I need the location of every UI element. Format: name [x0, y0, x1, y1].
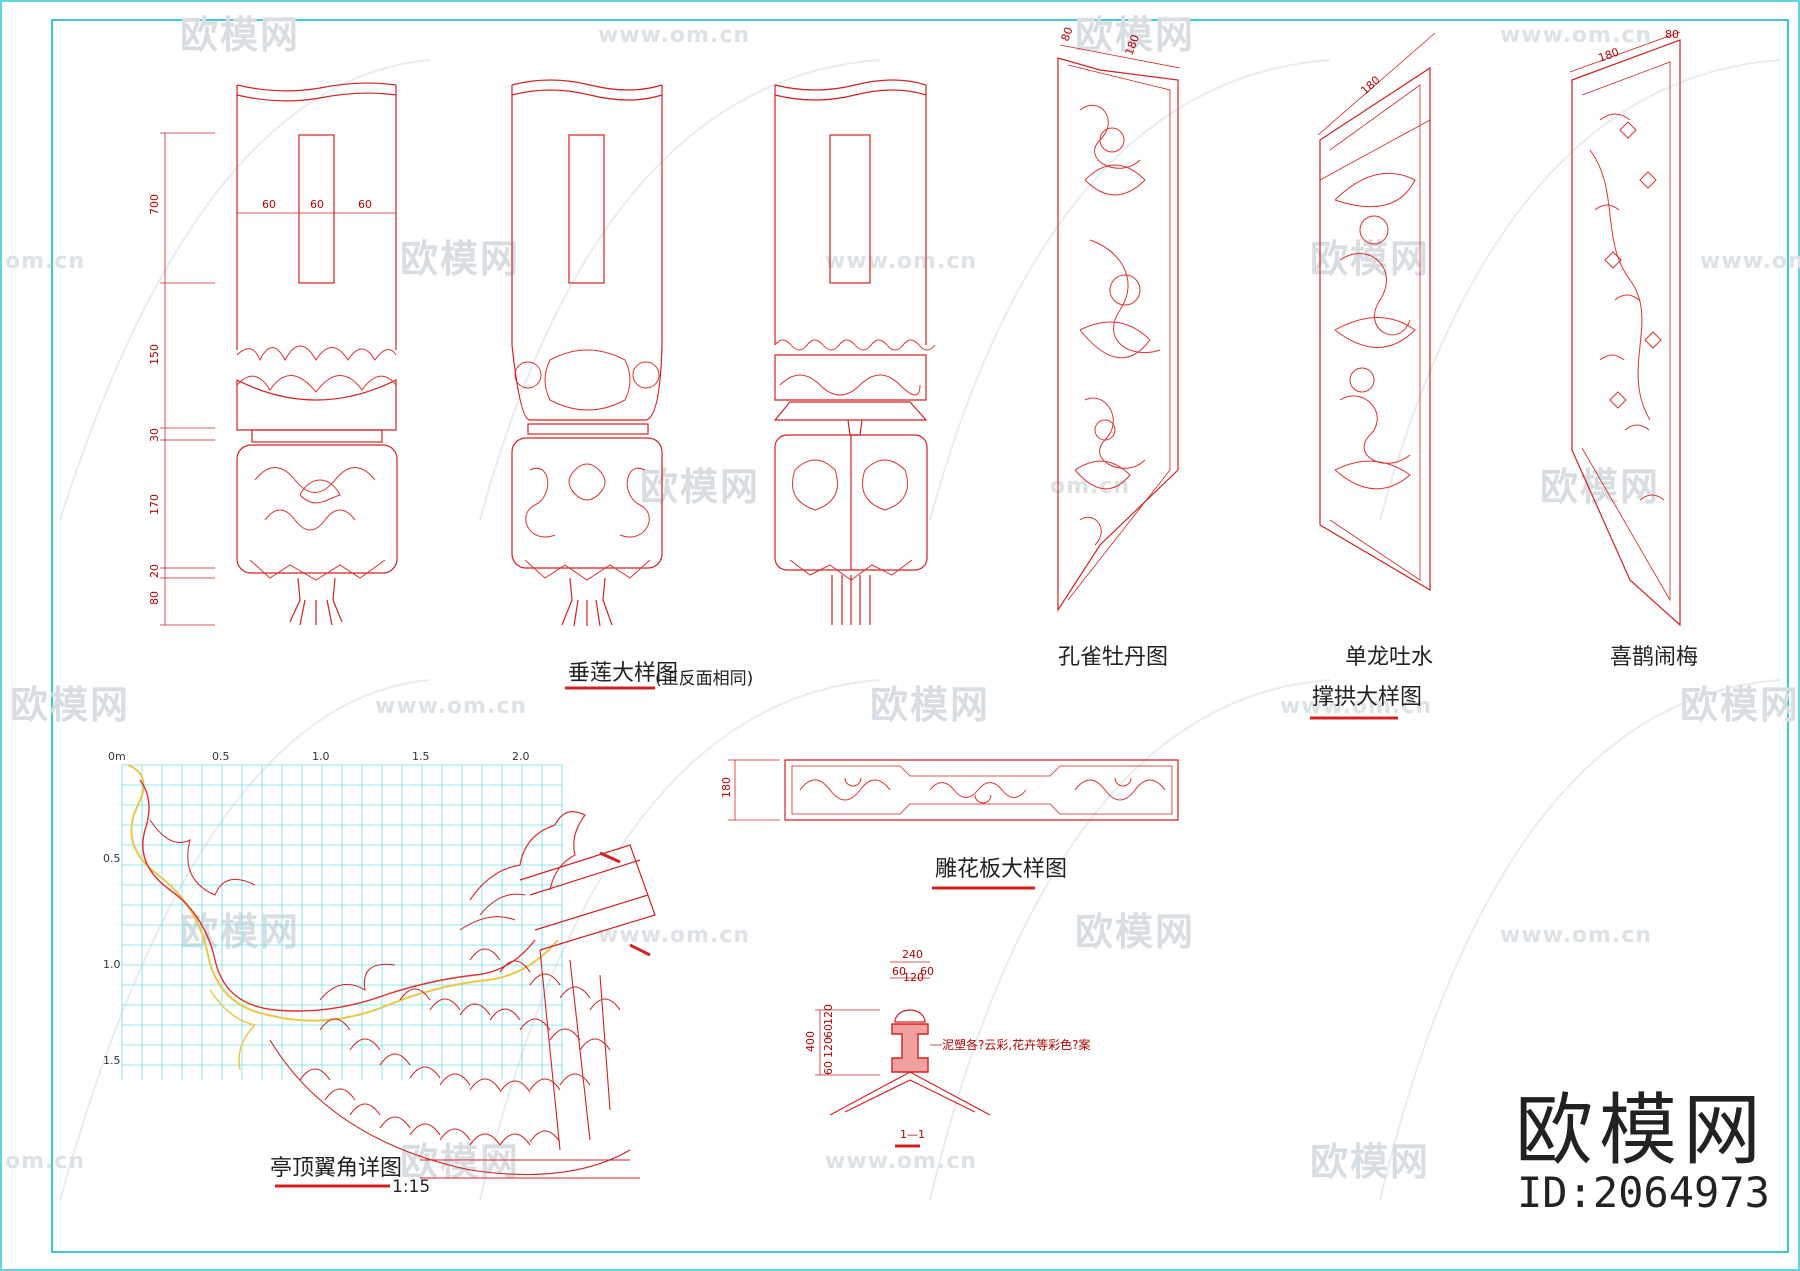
- watermark-brand: 欧模网: [1310, 1140, 1430, 1184]
- eave-scale: 1:15: [392, 1177, 430, 1197]
- bracket-label-single-dragon: 单龙吐水: [1345, 645, 1433, 670]
- watermark-url: www.om.cn: [825, 1149, 977, 1174]
- watermark-url: www.om.cn: [1500, 923, 1652, 948]
- dim-label: 120: [903, 971, 924, 984]
- bracket-title: 撑拱大样图: [1312, 685, 1422, 710]
- dim-label: 60: [822, 1024, 835, 1038]
- eave-x-tick: 1.0: [312, 750, 330, 763]
- watermark-url: www.om.cn: [1700, 249, 1800, 274]
- eave-x-tick: 0m: [108, 750, 126, 763]
- pendant-drawing: 700 150 30 170 20 80 60 60 60: [148, 79, 936, 690]
- watermark-brand: 欧模网: [180, 13, 300, 57]
- pendant-ruyi: [511, 79, 663, 627]
- watermark-url: www.om.cn: [1500, 23, 1652, 48]
- watermark-url: om.cn: [5, 1149, 85, 1174]
- dim-label: 240: [902, 948, 923, 961]
- eave-title: 亭顶翼角详图: [270, 1156, 402, 1181]
- dim-label: 20: [148, 564, 161, 578]
- watermark-brand: 欧模网: [400, 237, 520, 281]
- dim-label: 60: [358, 198, 372, 211]
- eave-x-tick: 2.0: [512, 750, 530, 763]
- eave-x-tick: 0.5: [212, 750, 230, 763]
- eave-y-tick: 1.5: [103, 1054, 121, 1067]
- watermark-brand: 欧模网: [870, 683, 990, 727]
- watermark-brand: 欧模网: [1310, 237, 1430, 281]
- pendant-subtitle: (正反面相同): [655, 669, 753, 689]
- dim-label: 180: [1597, 45, 1621, 64]
- watermark-brand: 欧模网: [10, 683, 130, 727]
- eave-y-tick: 0.5: [103, 852, 121, 865]
- brand-block: 欧模网 ID:2064973: [1515, 1086, 1770, 1217]
- watermark-arcs: [59, 59, 1781, 1201]
- dim-label: 180: [1358, 74, 1382, 98]
- watermark-url: www.om.cn: [825, 249, 977, 274]
- watermark-brand: 欧模网: [1075, 910, 1195, 954]
- dim-label: 80: [1059, 25, 1076, 43]
- watermark-url: www.om.cn: [375, 694, 527, 719]
- watermark-brand: 欧模网: [1075, 13, 1195, 57]
- dim-label: 60: [310, 198, 324, 211]
- ridge-section-label: 1—1: [900, 1128, 925, 1141]
- watermark-url: om.cn: [1050, 474, 1130, 499]
- bracket-label-peacock-peony: 孔雀牡丹图: [1058, 645, 1168, 670]
- dim-label: 60: [822, 1061, 835, 1075]
- eave-x-tick: 1.5: [412, 750, 430, 763]
- eave-tiles: [269, 948, 640, 1179]
- watermark-brand: 欧模网: [180, 910, 300, 954]
- panel-drawing: 180 雕花板大样图: [720, 759, 1179, 890]
- dim-label: 60: [262, 198, 276, 211]
- dim-label: 150: [148, 344, 161, 365]
- bracket-peacock-peony: 80 180: [1057, 25, 1181, 613]
- eave-grid-lines: [121, 764, 563, 1080]
- bracket-drawing: 80 180 180 180 80 孔雀牡丹图 单龙吐水 喜鹊闹梅: [1057, 25, 1698, 720]
- pendant-tassel: [773, 79, 936, 625]
- watermark-brand: 欧模网: [1540, 465, 1660, 509]
- watermark-url: om.cn: [5, 249, 85, 274]
- dim-label: 170: [148, 494, 161, 515]
- dim-label: 180: [720, 777, 733, 798]
- inner-frame: [51, 19, 1789, 1253]
- bracket-single-dragon: 180: [1317, 32, 1436, 592]
- pendant-vertical-dimensions: 700 150 30 170 20 80: [148, 132, 215, 626]
- watermark-brand: 欧模网: [640, 465, 760, 509]
- pendant-title: 垂莲大样图: [568, 661, 678, 686]
- dim-label: 120: [822, 1037, 835, 1058]
- watermark-brand: 欧模网: [400, 1140, 520, 1184]
- watermarks: 欧模网 欧模网 欧模网 欧模网 欧模网 欧模网 欧模网 欧模网 欧模网 欧模网 …: [5, 13, 1800, 1184]
- eave-y-tick: 1.0: [103, 958, 121, 971]
- dim-label: 80: [148, 591, 161, 605]
- bracket-label-magpie-plum: 喜鹊闹梅: [1610, 645, 1698, 670]
- dim-label: 80: [1665, 28, 1679, 41]
- watermark-url: www.om.cn: [1280, 694, 1432, 719]
- dim-label: 400: [804, 1031, 817, 1052]
- dim-label: 30: [148, 428, 161, 442]
- bracket-magpie-plum: 180 80: [1569, 28, 1681, 627]
- watermark-url: www.om.cn: [598, 923, 750, 948]
- ridge-note: 泥塑各?云彩,花卉等彩色?案: [942, 1037, 1091, 1052]
- dim-label: 60: [892, 965, 906, 978]
- dim-label: 120: [822, 1004, 835, 1025]
- brand-name: 欧模网: [1515, 1086, 1767, 1176]
- watermark-brand: 欧模网: [1680, 683, 1800, 727]
- pendant-horizontal-dimensions: 60 60 60: [237, 198, 396, 214]
- eave-drawing: 0m 0.5 1.0 1.5 2.0 0.5 1.0 1.5 亭顶翼角详图: [103, 750, 656, 1197]
- ridge-section: 240 60 120 60 400 120 60 120 60 泥塑各?云彩,花…: [804, 948, 1091, 1148]
- dim-label: 60: [920, 965, 934, 978]
- dim-label: 700: [148, 194, 161, 215]
- pendant-lotus: [236, 82, 398, 626]
- brand-id: ID:2064973: [1517, 1168, 1770, 1217]
- panel-title: 雕花板大样图: [935, 857, 1067, 882]
- watermark-url: www.om.cn: [598, 23, 750, 48]
